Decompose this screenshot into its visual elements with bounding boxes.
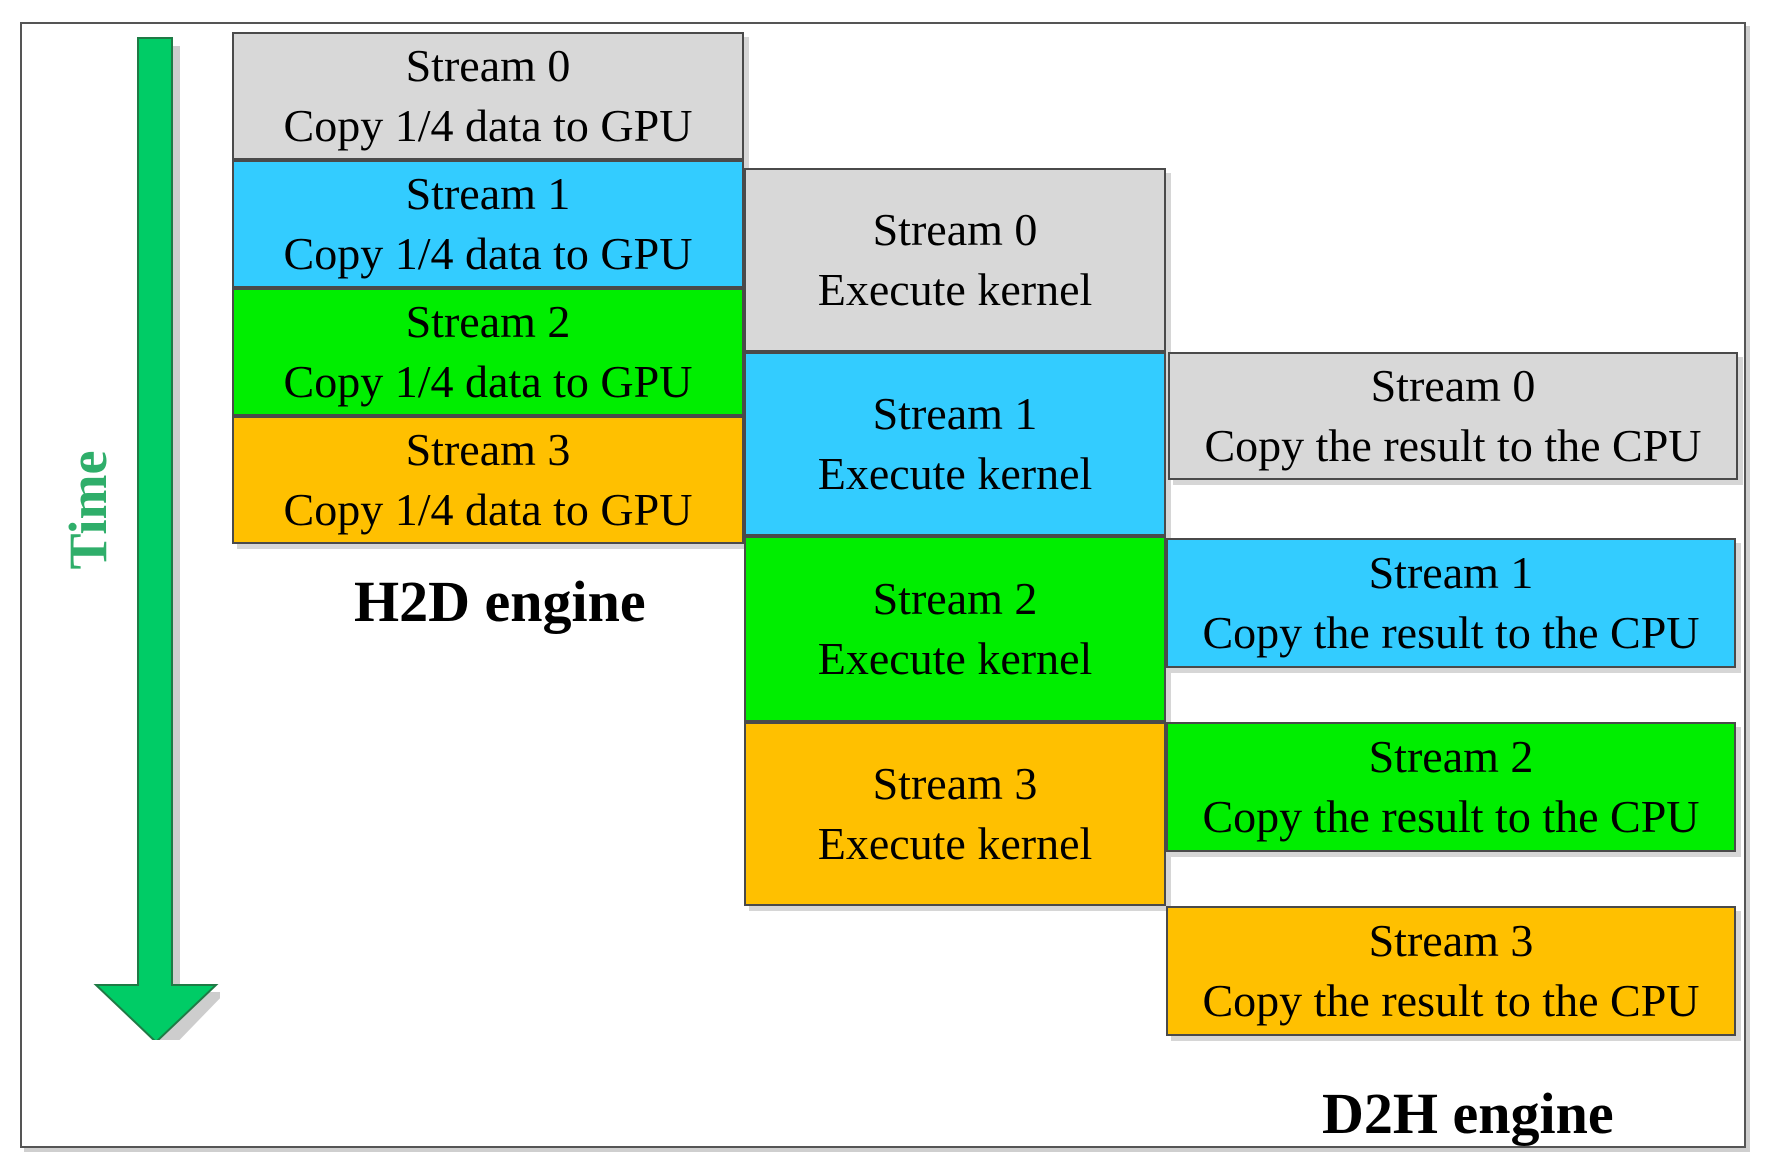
kernel-stream-2-name: Stream 2 bbox=[872, 573, 1038, 624]
h2d-stream-2-action: Copy 1/4 data to GPU bbox=[283, 356, 693, 407]
h2d-stream-3-name: Stream 3 bbox=[405, 424, 571, 475]
h2d-stream-3-action: Copy 1/4 data to GPU bbox=[283, 484, 693, 535]
kernel-stream-1-box: Stream 1 Execute kernel bbox=[744, 352, 1166, 536]
kernel-stream-0-action: Execute kernel bbox=[817, 264, 1093, 315]
h2d-engine-label: H2D engine bbox=[354, 569, 646, 634]
kernel-stream-0-name: Stream 0 bbox=[872, 204, 1038, 255]
d2h-stream-1-box: Stream 1 Copy the result to the CPU bbox=[1166, 538, 1736, 668]
h2d-stream-3-box: Stream 3 Copy 1/4 data to GPU bbox=[232, 416, 744, 544]
d2h-stream-0-action: Copy the result to the CPU bbox=[1204, 420, 1702, 471]
d2h-stream-2-name: Stream 2 bbox=[1368, 731, 1534, 782]
kernel-stream-2-box: Stream 2 Execute kernel bbox=[744, 536, 1166, 722]
kernel-stream-3-action: Execute kernel bbox=[817, 818, 1093, 869]
time-label: Time bbox=[58, 450, 118, 570]
d2h-stream-2-box: Stream 2 Copy the result to the CPU bbox=[1166, 722, 1736, 852]
h2d-stream-1-name: Stream 1 bbox=[405, 168, 571, 219]
kernel-stream-3-name: Stream 3 bbox=[872, 758, 1038, 809]
d2h-stream-3-name: Stream 3 bbox=[1368, 915, 1534, 966]
d2h-stream-2-action: Copy the result to the CPU bbox=[1202, 791, 1700, 842]
kernel-stream-3-box: Stream 3 Execute kernel bbox=[744, 722, 1166, 906]
d2h-stream-3-action: Copy the result to the CPU bbox=[1202, 975, 1700, 1026]
d2h-stream-0-box: Stream 0 Copy the result to the CPU bbox=[1168, 352, 1738, 480]
h2d-stream-0-box: Stream 0 Copy 1/4 data to GPU bbox=[232, 32, 744, 160]
d2h-stream-1-name: Stream 1 bbox=[1368, 547, 1534, 598]
h2d-stream-0-action: Copy 1/4 data to GPU bbox=[283, 100, 693, 151]
d2h-stream-3-box: Stream 3 Copy the result to the CPU bbox=[1166, 906, 1736, 1036]
h2d-stream-0-name: Stream 0 bbox=[405, 40, 571, 91]
time-arrow-icon bbox=[93, 37, 220, 1040]
h2d-stream-2-box: Stream 2 Copy 1/4 data to GPU bbox=[232, 288, 744, 416]
kernel-stream-1-name: Stream 1 bbox=[872, 388, 1038, 439]
kernel-stream-2-action: Execute kernel bbox=[817, 633, 1093, 684]
d2h-stream-0-name: Stream 0 bbox=[1370, 360, 1536, 411]
h2d-stream-2-name: Stream 2 bbox=[405, 296, 571, 347]
h2d-stream-1-box: Stream 1 Copy 1/4 data to GPU bbox=[232, 160, 744, 288]
d2h-stream-1-action: Copy the result to the CPU bbox=[1202, 607, 1700, 658]
h2d-stream-1-action: Copy 1/4 data to GPU bbox=[283, 228, 693, 279]
d2h-engine-label: D2H engine bbox=[1322, 1081, 1614, 1146]
kernel-stream-0-box: Stream 0 Execute kernel bbox=[744, 168, 1166, 352]
kernel-stream-1-action: Execute kernel bbox=[817, 448, 1093, 499]
